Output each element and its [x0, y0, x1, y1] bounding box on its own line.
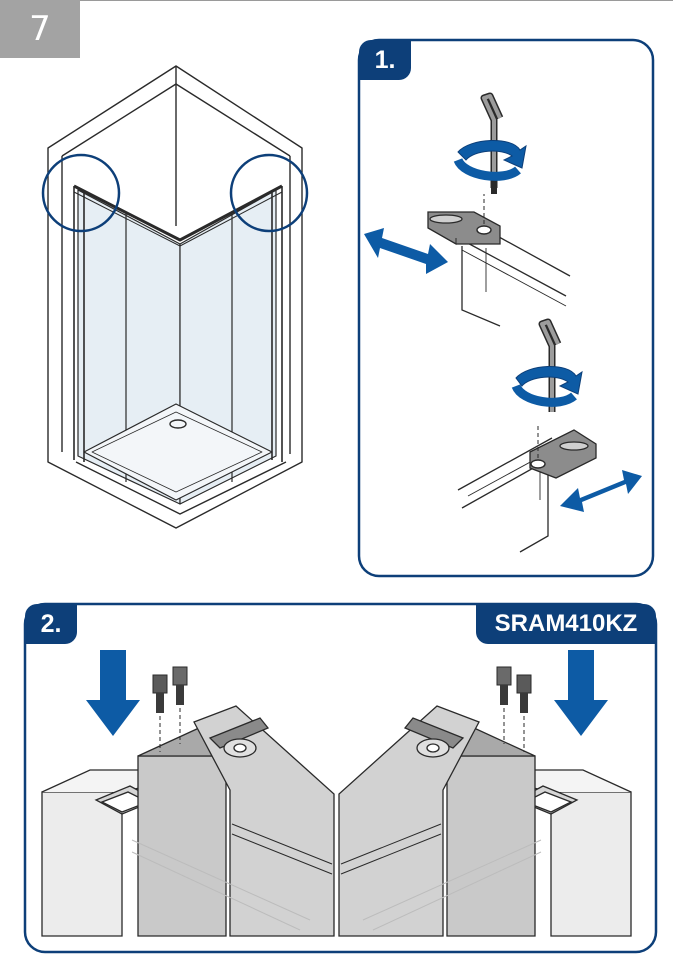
upper-bracket-drawing: [427, 194, 571, 327]
screw-icon: [152, 666, 188, 713]
rotation-arrow-icon: [511, 383, 577, 407]
detail-circle-icon: [229, 153, 309, 233]
down-arrow-icon: [554, 650, 608, 736]
screw-icon: [496, 666, 532, 713]
step-number-badge: 7: [0, 0, 80, 58]
lower-bracket-drawing: [457, 426, 597, 553]
rotation-arrow-icon: [453, 157, 521, 181]
down-arrow-icon: [86, 650, 140, 736]
rotation-arrow-icon: [515, 365, 583, 395]
double-arrow-icon: [364, 228, 448, 274]
rotation-arrow-icon: [457, 139, 527, 169]
panel-1-label: 1.: [359, 40, 411, 80]
panel-2-label: 2.: [25, 604, 77, 644]
detail-circle-icon: [41, 153, 121, 233]
double-arrow-icon: [560, 470, 642, 512]
left-profile-drawing: [41, 705, 335, 937]
top-rule: [0, 0, 673, 1]
panel-1-frame: [357, 38, 655, 578]
product-code-label: SRAM410KZ: [476, 604, 656, 644]
shower-enclosure-drawing: [47, 65, 303, 529]
right-profile-drawing: [338, 705, 632, 937]
